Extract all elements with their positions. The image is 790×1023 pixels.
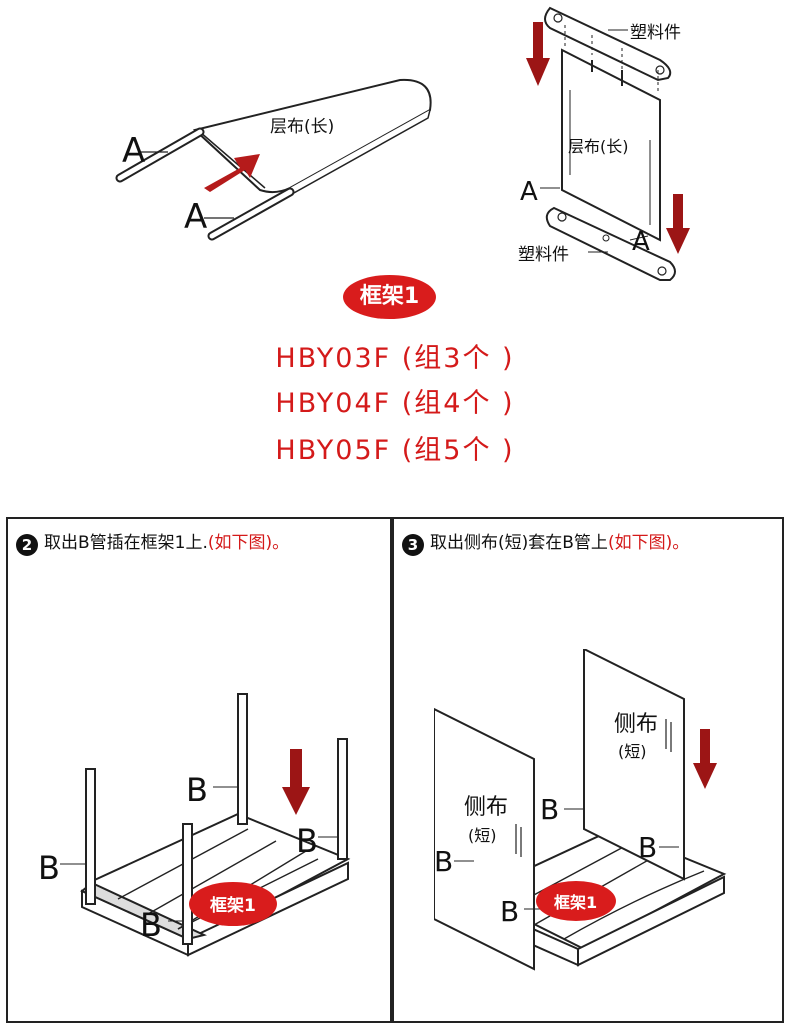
step-2-note: (如下图)。	[208, 533, 289, 553]
marker-b-3: B	[638, 831, 657, 864]
marker-a-left: A	[520, 177, 538, 207]
step-2-text: 取出B管插在框架1上.	[44, 533, 208, 553]
frame-assembly-diagram: 塑料件 层布(长) A A 塑料件	[510, 0, 740, 290]
model-hby03f: HBY03F (组3个 )	[0, 336, 790, 375]
fabric-label: 层布(长)	[270, 117, 334, 137]
frame-1-badge: 框架1	[343, 275, 436, 319]
insert-down-arrow	[693, 729, 717, 789]
model-hby05f: HBY05F (组5个 )	[0, 428, 790, 467]
step-3-text: 取出侧布(短)套在B管上	[430, 533, 608, 553]
plastic-part-label-top: 塑料件	[630, 23, 681, 43]
marker-a-lower: A	[184, 197, 207, 237]
side-fabric-sub-back: (短)	[618, 742, 647, 761]
insert-down-arrow	[282, 749, 310, 815]
step-3-panel: 3 取出侧布(短)套在B管上(如下图)。	[392, 517, 784, 1023]
fabric-insert-diagram: A A 层布(长)	[100, 70, 450, 250]
marker-b-4: B	[140, 906, 162, 944]
rod-a-lower	[212, 192, 290, 236]
marker-a-right: A	[632, 227, 650, 257]
marker-b-2: B	[186, 771, 208, 809]
b-tube-front-left	[86, 769, 95, 904]
step-2-instruction: 2 取出B管插在框架1上.(如下图)。	[16, 533, 386, 556]
side-fabric-sub-front: (短)	[468, 826, 497, 845]
plastic-part-label-bottom: 塑料件	[518, 245, 569, 265]
step-2-panel: 2 取出B管插在框架1上.(如下图)。	[6, 517, 392, 1023]
model-hby04f: HBY04F (组4个 )	[0, 381, 790, 420]
step-3-number: 3	[402, 534, 424, 556]
marker-b-1: B	[38, 849, 60, 887]
down-arrow-right	[666, 194, 690, 254]
down-arrow-left	[526, 22, 550, 86]
side-fabric-label-back: 侧布	[614, 712, 658, 737]
b-tube-front-right	[183, 824, 192, 944]
step-3-instruction: 3 取出侧布(短)套在B管上(如下图)。	[402, 533, 776, 556]
b-tube-back-right	[338, 739, 347, 859]
step-3-note: (如下图)。	[608, 533, 689, 553]
b-tube-back-left	[238, 694, 247, 824]
badge-label: 框架1	[210, 895, 256, 916]
marker-b-2: B	[540, 793, 559, 826]
step-3-diagram: 框架1 侧布 (短) 侧布 (短) B B B B	[434, 649, 774, 979]
side-fabric-label-front: 侧布	[464, 795, 508, 820]
marker-a-upper: A	[122, 131, 145, 171]
marker-b-4: B	[500, 895, 519, 928]
badge-label: 框架1	[554, 893, 597, 912]
marker-b-3: B	[296, 822, 318, 860]
step-2-diagram: 框架1 B B B B	[38, 659, 368, 979]
fabric-label: 层布(长)	[568, 137, 629, 156]
marker-b-1: B	[434, 845, 453, 878]
step-2-number: 2	[16, 534, 38, 556]
